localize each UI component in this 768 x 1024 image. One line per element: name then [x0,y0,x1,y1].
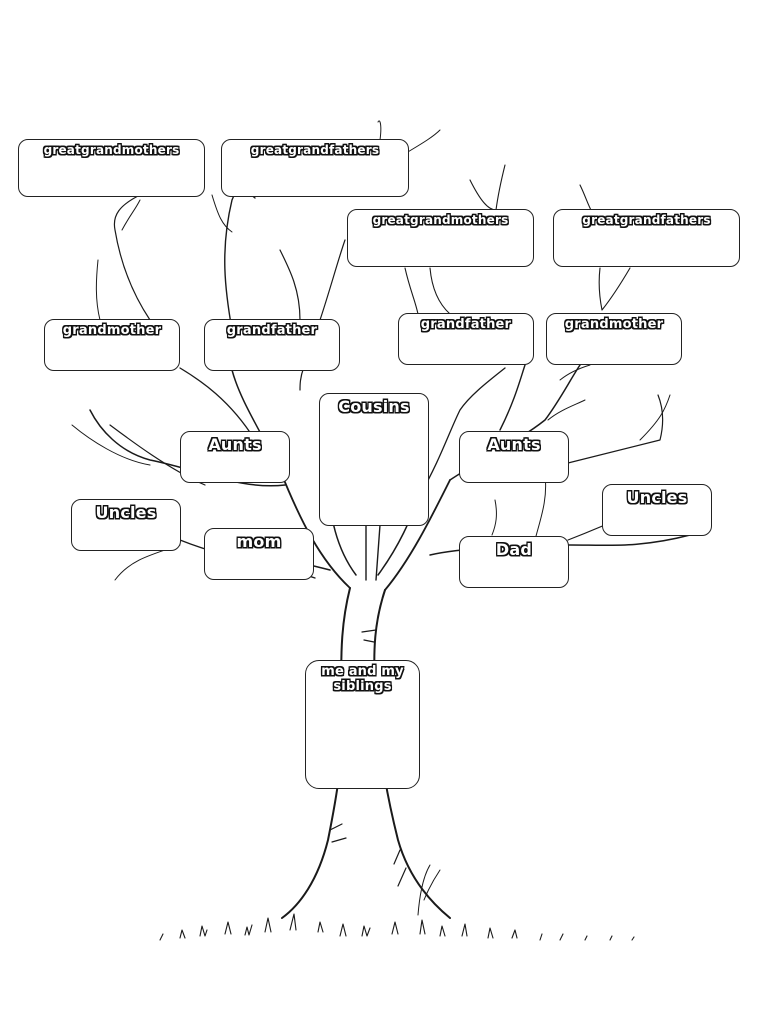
branch-left-high-2 [113,194,151,321]
uncles-left-label: Uncles [95,503,157,522]
branch-right-mid-2 [559,394,664,466]
branch-right-up [499,364,526,431]
branch-right-inner [547,364,591,421]
dad-label: Dad [495,540,533,559]
mom-label: mom [236,532,282,551]
dad-box[interactable]: Dad [459,536,569,588]
great-grandfathers-right-label: greatgrandfathers [582,213,711,227]
fork-center [365,524,381,581]
great-grandfathers-left-label: greatgrandfathers [250,143,380,157]
me-and-siblings-box[interactable]: me and my siblings [305,660,420,789]
cousins-label: Cousins [338,397,410,416]
aunts-right-box[interactable]: Aunts [459,431,569,483]
aunts-right-label: Aunts [487,435,541,454]
branch-left-high [224,187,256,331]
grass-tufts [159,913,635,941]
great-grandmothers-right-box[interactable]: greatgrandmothers [347,209,534,267]
grandfather-left-label: grandfather [226,323,318,338]
mom-box[interactable]: mom [204,528,314,580]
grandmother-left-label: grandmother [62,323,162,338]
branch-right-mid-3 [404,267,451,315]
grandmother-left-box[interactable]: grandmother [44,319,180,371]
grandfather-left-box[interactable]: grandfather [204,319,340,371]
grandfather-right-label: grandfather [420,317,512,332]
branch-right-up-2 [419,367,506,496]
grass-sprig [417,864,441,916]
grandmother-right-box[interactable]: grandmother [546,313,682,365]
branch-left-mid [89,409,286,487]
fork-right [384,479,451,591]
cousins-box[interactable]: Cousins [319,393,429,526]
great-grandmothers-left-box[interactable]: greatgrandmothers [18,139,205,197]
trunk-bark-mark [329,629,407,887]
branch-left-up-2 [179,367,256,441]
me-and-siblings-label: me and my siblings [321,664,404,694]
great-grandfathers-left-box[interactable]: greatgrandfathers [221,139,409,197]
grandfather-right-box[interactable]: grandfather [398,313,534,365]
great-grandfathers-right-box[interactable]: greatgrandfathers [553,209,740,267]
uncles-right-box[interactable]: Uncles [602,484,712,536]
grandmother-right-label: grandmother [564,317,664,332]
great-grandmothers-left-label: greatgrandmothers [43,143,180,157]
branch-right-high [469,164,506,211]
aunts-left-box[interactable]: Aunts [180,431,290,483]
uncles-left-box[interactable]: Uncles [71,499,181,551]
great-grandmothers-right-label: greatgrandmothers [372,213,509,227]
branch-left-twig [95,194,233,321]
aunts-left-label: Aunts [208,435,262,454]
uncles-right-label: Uncles [626,488,688,507]
